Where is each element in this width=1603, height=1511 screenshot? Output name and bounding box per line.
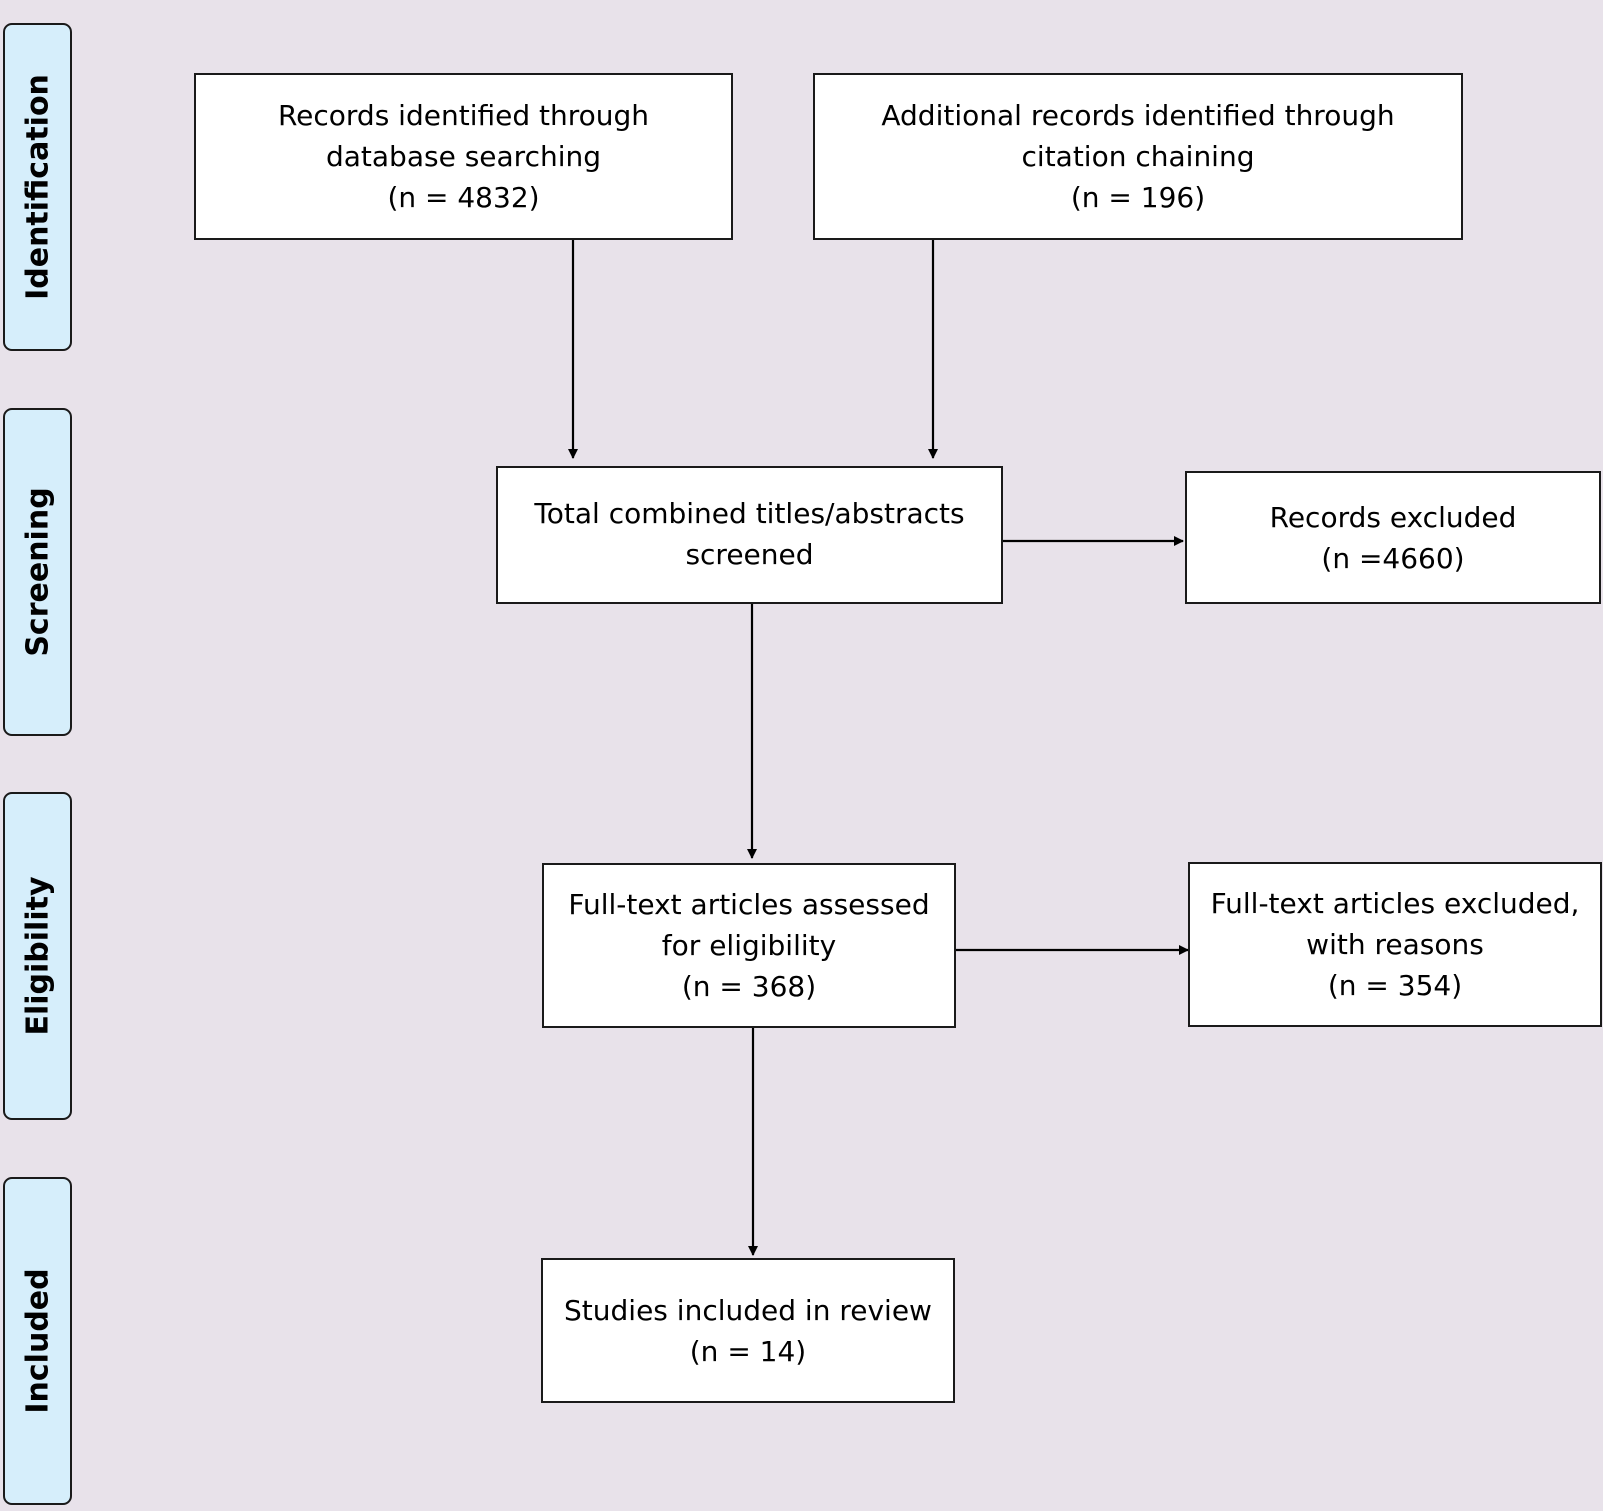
box-excluded-count: (n =4660) — [1321, 541, 1465, 575]
phase-included: Included — [3, 1177, 72, 1505]
box-fulltext-excluded-line2: with reasons — [1306, 928, 1484, 961]
box-screened-line1: Total combined titles/abstracts — [534, 497, 965, 530]
box-fulltext-line1: Full-text articles assessed — [568, 888, 930, 921]
box-database-records: Records identified through database sear… — [194, 73, 733, 240]
box-fulltext-excluded-count: (n = 354) — [1327, 969, 1463, 1002]
box-database-line2: database searching — [325, 140, 602, 173]
box-screened-line2: screened — [685, 538, 814, 571]
box-citation-line2: citation chaining — [1021, 140, 1255, 173]
phase-identification: Identification — [3, 23, 72, 351]
box-citation-line1: Additional records identified through — [881, 99, 1395, 132]
box-citation-count: (n = 196) — [1070, 181, 1206, 214]
box-fulltext-assessed: Full-text articles assessed for eligibil… — [542, 863, 956, 1028]
box-studies-included: Studies included in review (n = 14) — [541, 1258, 955, 1403]
phase-screening: Screening — [3, 408, 72, 736]
box-fulltext-count: (n = 368) — [681, 970, 817, 1003]
box-records-excluded: Records excluded (n =4660) — [1185, 471, 1601, 604]
box-excluded-line1: Records excluded — [1269, 500, 1517, 534]
phase-eligibility: Eligibility — [3, 792, 72, 1120]
box-database-count: (n = 4832) — [387, 181, 540, 214]
box-database-line1: Records identified through — [277, 99, 650, 132]
box-included-line1: Studies included in review — [564, 1293, 932, 1327]
box-citation-records: Additional records identified through ci… — [813, 73, 1463, 240]
box-fulltext-excluded-line1: Full-text articles excluded, — [1210, 887, 1580, 920]
box-screened: Total combined titles/abstracts screened — [496, 466, 1003, 604]
box-included-count: (n = 14) — [689, 1334, 807, 1368]
box-fulltext-line2: for eligibility — [661, 929, 837, 962]
box-fulltext-excluded: Full-text articles excluded, with reason… — [1188, 862, 1602, 1027]
